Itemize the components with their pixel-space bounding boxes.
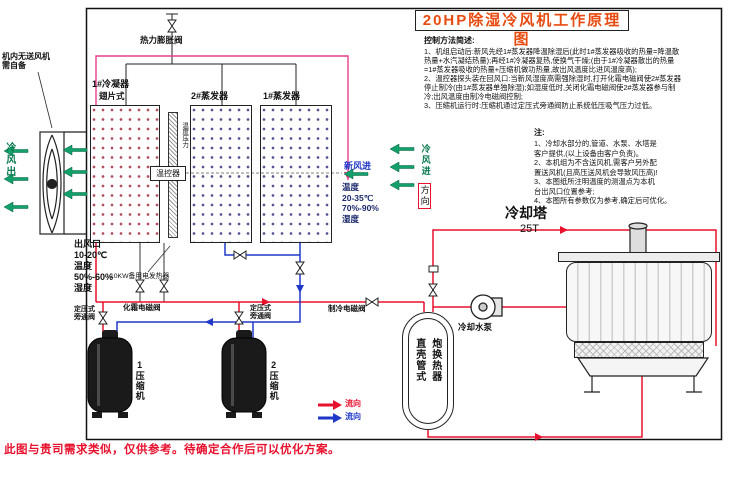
compressor-1-icon: [87, 330, 133, 418]
temp-controller: 温控器: [150, 166, 186, 181]
legend-hot-arrow: [318, 400, 342, 410]
cold-air-out-label: 冷风出: [3, 142, 15, 178]
cooling-pump-label: 冷却水泵: [458, 322, 493, 332]
pipe-valve-icon: [233, 250, 247, 260]
cold-flow-arrow: [296, 285, 304, 293]
bypass-valve-label: 定压式 旁通阀: [74, 306, 95, 321]
compressor-2-icon: [221, 330, 267, 418]
outlet-air-conditions: 出风口 10-20℃ 温度 50%-60% 湿度: [74, 239, 114, 293]
tower-capacity-label: 25T: [520, 223, 539, 235]
condenser1-label: 1#冷凝器: [92, 79, 130, 89]
defrost-solenoid-valve-icon: [159, 279, 169, 293]
thermal-expansion-valve-label: 热力膨胀阀: [140, 35, 183, 45]
heat-exchanger-inner: [408, 318, 448, 424]
pipe-valve-icon: [295, 261, 305, 275]
defrost-valve-label: 化霜电磁阀: [123, 303, 161, 312]
evaporator1-coil: [260, 105, 332, 243]
bypass-valve-icon: [98, 311, 108, 325]
disclaimer-text: 此图与贵司需求类似，仅供参考。待确定合作后可以优化方案。: [4, 444, 340, 456]
fan-icon: [37, 71, 86, 235]
heat-exchanger-label-right: 炮换热器: [429, 338, 441, 382]
temp-pressure-label: 温度压力: [180, 122, 188, 148]
heat-exchanger-shell: [402, 312, 454, 430]
cooling-tower-label: 冷却塔: [505, 205, 547, 221]
evaporator2-label: 2#蒸发器: [191, 91, 229, 101]
tower-louver-band: [574, 342, 704, 358]
legend-cold-arrow: [318, 413, 342, 423]
control-notes-heading: 控制方法简述:: [424, 36, 475, 45]
compressor2-label: 2压缩机: [268, 360, 279, 401]
hot-flow-arrow: [560, 226, 568, 234]
compressor1-label: 1压缩机: [134, 360, 145, 401]
notes-heading: 注:: [534, 128, 545, 137]
strainer-icon: [428, 265, 439, 273]
bypass-valve-label: 定压式 旁通阀: [250, 305, 271, 320]
cooling-valve-label: 制冷电磁阀: [328, 304, 366, 313]
heater-pointer-line: [147, 245, 171, 273]
return-air-label: 冷风进: [420, 144, 431, 177]
legend-cold-flow-label: 流向: [345, 412, 361, 421]
condenser1-coil: [90, 105, 160, 243]
diagram-frame: [85, 7, 723, 441]
diagram-title: 20HP除湿冷风机工作原理图: [415, 10, 629, 48]
notes-body: 1、冷却水部分的,管道、水泵、水塔是 客户提供,(以上设备由客户负责)。 2、本…: [534, 139, 672, 205]
cooling-tower-icon: [576, 222, 710, 393]
exchanger-valve-icon: [428, 283, 438, 297]
evaporator2-coil: [190, 105, 252, 243]
heat-exchanger-label-left: 直壳管式: [413, 338, 425, 382]
liquid-line: [95, 55, 349, 180]
direction-label: 方向: [418, 183, 431, 209]
defrost-solenoid-valve-icon: [135, 279, 145, 293]
tower-body: [566, 262, 712, 342]
pump-icon: [470, 294, 503, 320]
cold-flow-arrow: [205, 318, 213, 326]
top-manifold-pipes: [125, 13, 297, 105]
fin-type-label: 翅片式: [99, 91, 125, 101]
legend-hot-flow-label: 流向: [345, 399, 361, 408]
cooling-solenoid-valve-icon: [365, 297, 379, 307]
control-notes-body: 1、机组启动后:新风先经1#蒸发器降温除湿后(此时1#蒸发器吸收的热量=降温散 …: [424, 47, 682, 110]
heater-label: 10KW备用电发热器: [110, 273, 170, 280]
evaporator1-label: 1#蒸发器: [263, 91, 301, 101]
bypass-valve-icon: [234, 311, 244, 325]
thermal-expansion-valve-icon: [167, 19, 177, 33]
tower-top-slab: [558, 252, 720, 262]
inlet-air-conditions: 温度 20-35℃ 70%-90% 湿度: [342, 182, 379, 224]
no-fan-note: 机内无送风机 需自备: [2, 52, 50, 71]
fresh-air-in-label: 新风进: [344, 161, 372, 171]
